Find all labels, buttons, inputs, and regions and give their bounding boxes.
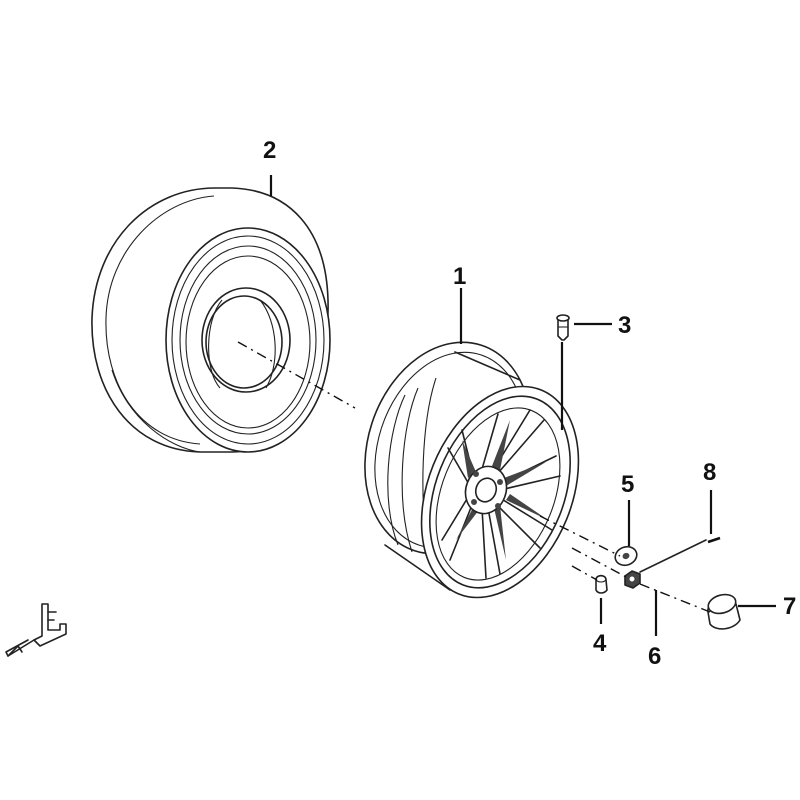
tire[interactable] <box>91 187 331 453</box>
callout-2: 2 <box>263 137 276 164</box>
callout-3: 3 <box>618 312 631 339</box>
callout-1: 1 <box>453 263 466 290</box>
leader-lines <box>269 175 776 636</box>
rim[interactable] <box>339 321 608 621</box>
lug-nut[interactable] <box>595 574 608 594</box>
callout-8: 8 <box>703 459 716 486</box>
axle-nut[interactable] <box>624 570 641 589</box>
callout-5: 5 <box>621 471 634 498</box>
assembly-lines <box>539 352 711 613</box>
valve-stem[interactable] <box>556 314 570 341</box>
cotter-pin[interactable] <box>707 536 721 544</box>
washer[interactable] <box>613 544 640 568</box>
callout-4: 4 <box>593 630 607 657</box>
callout-7: 7 <box>783 593 796 620</box>
front-direction-arrow-icon <box>5 603 67 657</box>
tire-axis-line <box>237 341 356 409</box>
callout-6: 6 <box>648 643 661 670</box>
hub-cap[interactable] <box>706 592 741 630</box>
